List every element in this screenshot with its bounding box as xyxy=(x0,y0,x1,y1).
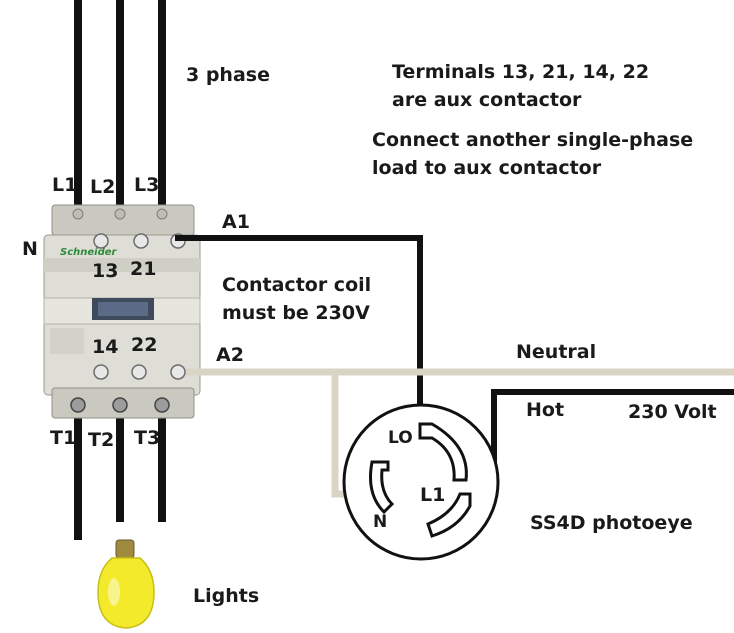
coil-label-a1: A1 xyxy=(222,211,250,233)
connect-load-note-line1: Connect another single-phase xyxy=(372,129,694,151)
photoeye-slot-l1 xyxy=(426,492,472,538)
terminal-screw-t2 xyxy=(112,397,128,413)
bulb-glass xyxy=(97,557,155,629)
wire-l3-supply xyxy=(158,0,166,212)
terminal-screw xyxy=(93,233,109,249)
wire-t2-load xyxy=(116,410,124,522)
terminal-label-l3: L3 xyxy=(134,174,160,196)
lights-label: Lights xyxy=(193,585,260,607)
photoeye-label-l1: L1 xyxy=(420,484,446,506)
bulb-base xyxy=(115,539,135,559)
photoeye-receptacle xyxy=(342,403,500,561)
wire-l2-supply xyxy=(116,0,124,212)
light-bulb xyxy=(97,539,155,629)
wire-t1-load xyxy=(74,410,82,540)
terminal-screw-a2 xyxy=(170,364,186,380)
photoeye-slot-n xyxy=(369,460,395,515)
supply-wires xyxy=(74,0,166,212)
terminal-screw-t3 xyxy=(154,397,170,413)
terminal-label-t3: T3 xyxy=(134,427,161,449)
coil-voltage-note: Contactor coil must be 230V xyxy=(222,271,371,327)
photoeye-label-n: N xyxy=(373,512,388,532)
wire-t3-load xyxy=(158,410,166,522)
coil-label-a2: A2 xyxy=(216,344,244,366)
terminal-label-t1: T1 xyxy=(50,427,77,449)
terminal-label-l1: L1 xyxy=(52,174,78,196)
aux-label-22: 22 xyxy=(131,334,158,356)
terminal-screw xyxy=(72,208,84,220)
terminal-screw-t1 xyxy=(70,397,86,413)
voltage-label: 230 Volt xyxy=(628,401,717,423)
aux-label-14: 14 xyxy=(92,336,119,358)
aux-terminals-note: Terminals 13, 21, 14, 22 are aux contact… xyxy=(392,58,649,114)
contactor-side-tab xyxy=(50,328,84,354)
phase-label: 3 phase xyxy=(186,64,270,86)
load-wires xyxy=(74,410,166,540)
terminal-label-t2: T2 xyxy=(88,429,115,451)
photoeye-name: SS4D photoeye xyxy=(530,512,693,534)
terminal-screw xyxy=(156,208,168,220)
coil-voltage-note-line2: must be 230V xyxy=(222,302,370,324)
contactor xyxy=(43,204,201,419)
hot-wire-label: Hot xyxy=(526,399,565,421)
aux-label-21: 21 xyxy=(130,258,157,280)
bulb-highlight xyxy=(108,578,120,606)
wire-a1 xyxy=(175,235,423,420)
photoeye-label-lo: LO xyxy=(388,428,413,448)
neutral-wire-label: Neutral xyxy=(516,341,597,363)
contactor-brand: Schneider xyxy=(60,247,117,258)
terminal-screw xyxy=(131,364,147,380)
terminal-screw xyxy=(114,208,126,220)
aux-terminals-note-line1: Terminals 13, 21, 14, 22 xyxy=(392,61,650,83)
coil-voltage-note-line1: Contactor coil xyxy=(222,274,372,296)
terminal-label-l2: L2 xyxy=(90,176,116,198)
aux-terminals-note-line2: are aux contactor xyxy=(392,89,582,111)
connect-load-note-line2: load to aux contactor xyxy=(372,157,602,179)
photoeye-slot-lo xyxy=(418,422,468,482)
connect-load-note: Connect another single-phase load to aux… xyxy=(372,126,693,182)
neutral-terminal-label: N xyxy=(22,238,38,260)
contactor-band-top xyxy=(44,258,200,272)
aux-label-13: 13 xyxy=(92,260,119,282)
wire-l1-supply xyxy=(74,0,82,212)
contactor-window-inner xyxy=(98,302,148,316)
terminal-screw xyxy=(93,364,109,380)
terminal-screw xyxy=(133,233,149,249)
